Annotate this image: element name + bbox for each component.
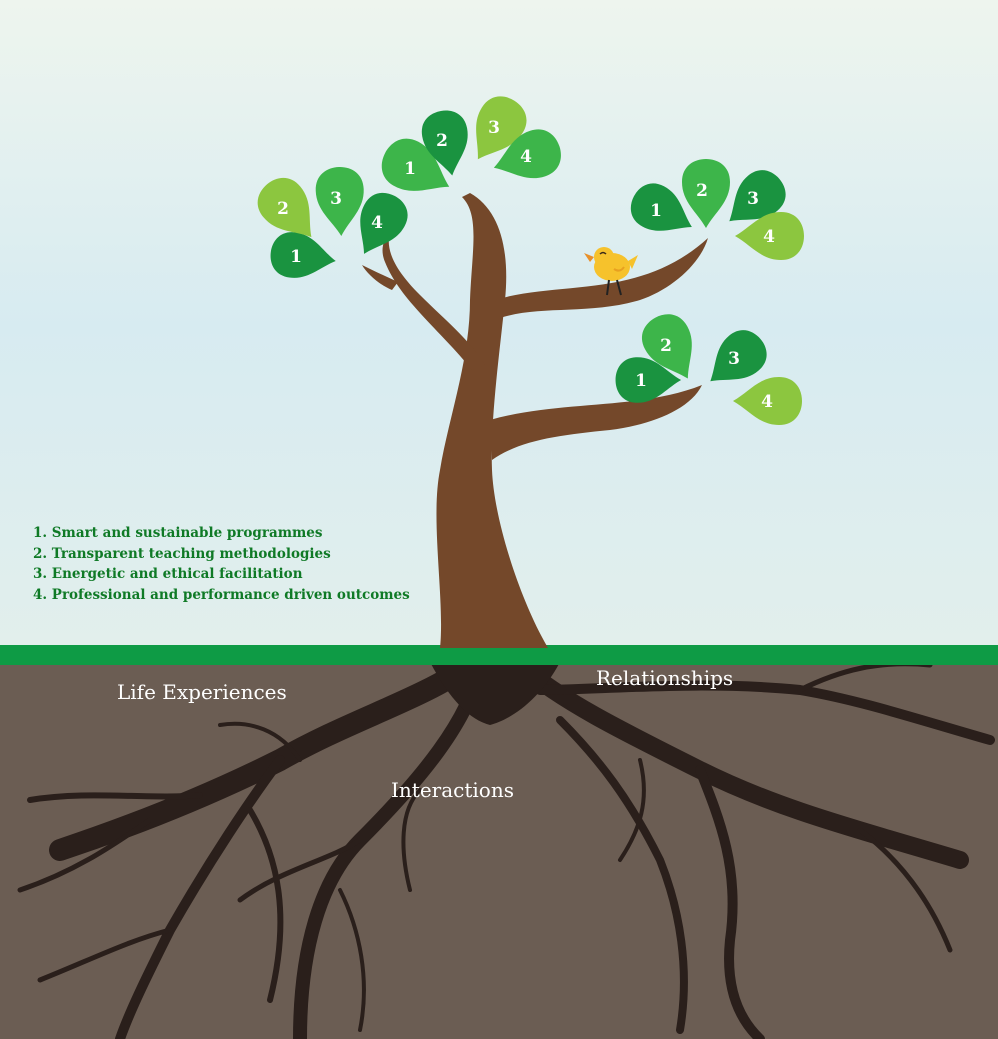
left-twig <box>362 265 398 290</box>
leaf-number: 3 <box>488 118 500 138</box>
root <box>857 827 953 953</box>
leaf-shape <box>257 177 312 238</box>
grass-strip <box>0 645 998 665</box>
leaf-shape <box>630 183 692 231</box>
root <box>247 807 284 1003</box>
leaf-cluster: 1 2 34 <box>630 159 804 260</box>
leaf: 4 <box>735 212 804 260</box>
leaf: 1 <box>615 357 682 403</box>
leaf-shape <box>315 167 364 236</box>
leaf-number: 3 <box>330 189 342 209</box>
leaf-number: 4 <box>371 213 383 233</box>
leaf-number: 2 <box>696 181 708 201</box>
leaf-shape <box>615 357 682 403</box>
leaf: 2 <box>642 314 692 379</box>
leaf-cluster: 12 34 <box>381 96 561 191</box>
leaf-number: 1 <box>404 159 416 179</box>
leaf-shape <box>682 159 730 228</box>
leaf-shape <box>493 129 561 179</box>
root <box>17 817 153 893</box>
leaf-shape <box>270 232 336 278</box>
leaf-number: 3 <box>728 349 740 369</box>
leaf-shape <box>733 377 802 425</box>
root-label-relationships: Relationships <box>596 666 734 690</box>
leaf: 2 <box>257 177 312 238</box>
leaf: 2 <box>682 159 730 228</box>
root <box>115 755 285 1039</box>
lower-right-branch <box>490 385 702 460</box>
leaf-number: 4 <box>763 227 775 247</box>
leaf-shape <box>729 170 786 222</box>
leaf-shape <box>360 192 408 254</box>
leaf: 4 <box>360 192 408 254</box>
leaf-number: 4 <box>520 147 532 167</box>
legend-item: 4. Professional and performance driven o… <box>33 586 410 603</box>
leaf: 4 <box>733 377 802 425</box>
left-branch <box>382 232 485 370</box>
leaf-number: 2 <box>277 199 289 219</box>
leaf-shape <box>642 314 692 379</box>
leaf: 3 <box>729 170 786 222</box>
leaf-number: 1 <box>635 371 647 391</box>
leaf-number: 1 <box>290 247 302 267</box>
legend-item: 2. Transparent teaching methodologies <box>33 545 331 562</box>
root <box>237 837 363 903</box>
root <box>695 765 765 1039</box>
leaf-shape <box>710 330 767 382</box>
soil-background <box>0 660 998 1039</box>
leaf-number: 1 <box>650 201 662 221</box>
root <box>37 927 173 983</box>
leaf: 4 <box>493 129 561 179</box>
legend-item: 3. Energetic and ethical facilitation <box>33 566 303 582</box>
upper-right-branch <box>495 238 708 318</box>
leaf-shape <box>476 96 527 160</box>
trunk-and-branches <box>362 193 708 648</box>
leaf: 2 <box>421 110 468 176</box>
root-label-life-experiences: Life Experiences <box>117 680 287 704</box>
leaf-cluster: 1 2 3 4 <box>257 167 408 278</box>
leaf-number: 2 <box>660 336 672 356</box>
leaf: 3 <box>476 96 527 160</box>
leaf-number: 3 <box>747 189 759 209</box>
leaf-number: 4 <box>761 392 773 412</box>
root <box>556 716 688 1034</box>
root <box>27 792 203 803</box>
legend-item: 1. Smart and sustainable programmes <box>33 525 323 541</box>
leaf-cluster: 12 3 4 <box>615 314 802 425</box>
leaf-shape <box>381 138 450 191</box>
leaf: 1 <box>270 232 336 278</box>
leaf: 1 <box>381 138 450 191</box>
leaf-number: 2 <box>436 131 448 151</box>
leaf: 3 <box>710 330 767 382</box>
root <box>338 888 366 1032</box>
root <box>618 758 646 862</box>
root-base <box>430 662 560 725</box>
legend: 1. Smart and sustainable programmes 2. T… <box>33 523 410 605</box>
roots <box>17 654 995 1039</box>
leaf-shape <box>735 212 804 260</box>
leaf: 1 <box>630 183 692 231</box>
root <box>401 788 422 892</box>
leaf: 3 <box>315 167 364 236</box>
root <box>218 721 302 762</box>
root-label-interactions: Interactions <box>391 778 514 802</box>
bird <box>584 247 638 296</box>
leaf-shape <box>421 110 468 176</box>
